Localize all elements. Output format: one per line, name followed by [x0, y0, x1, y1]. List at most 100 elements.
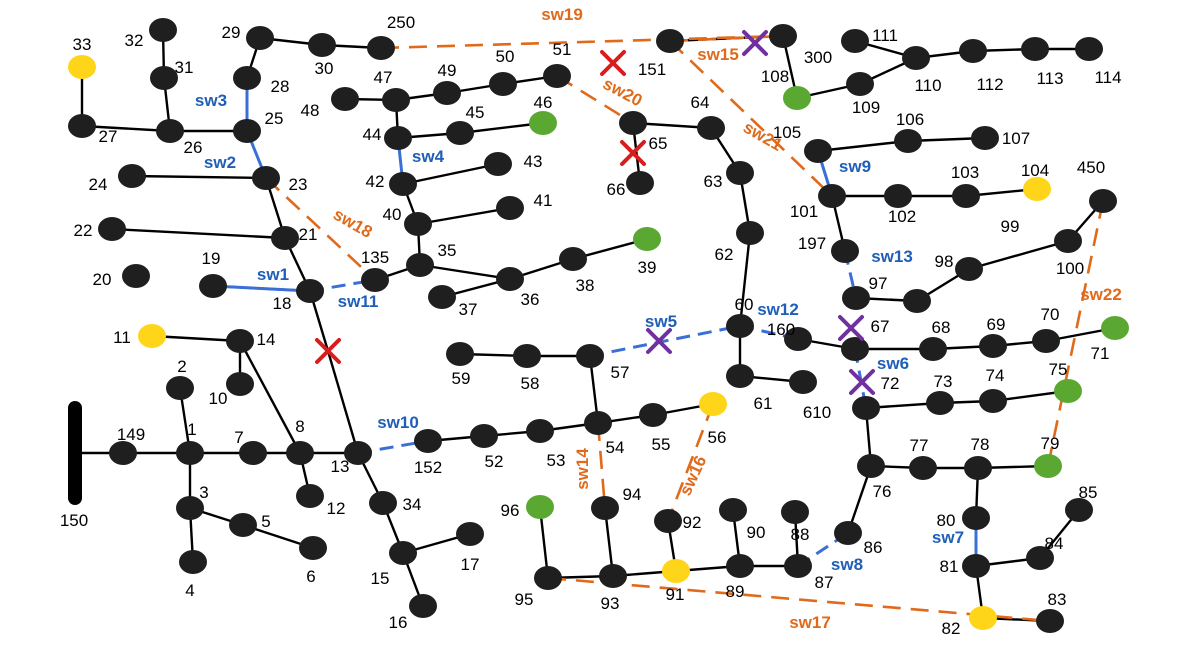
switch-label-sw15: sw15	[697, 45, 739, 64]
bus-label-78: 78	[971, 435, 990, 454]
bus-39	[633, 227, 661, 251]
bus-label-61: 61	[754, 394, 773, 413]
bus-label-97: 97	[869, 274, 888, 293]
bus-label-34: 34	[403, 495, 422, 514]
bus-label-3: 3	[199, 483, 208, 502]
bus-label-63: 63	[704, 172, 723, 191]
switch-label-sw10: sw10	[377, 413, 419, 432]
bus-label-160: 160	[767, 320, 795, 339]
switch-label-sw1: sw1	[257, 265, 289, 284]
marker-x-red-9	[315, 338, 341, 364]
bus-label-86: 86	[864, 538, 883, 557]
switch-sw1	[212, 284, 311, 293]
bus-label-69: 69	[987, 315, 1006, 334]
bus-37	[428, 285, 456, 309]
bus-label-29: 29	[222, 23, 241, 42]
bus-label-80: 80	[937, 511, 956, 530]
bus-250	[367, 36, 395, 60]
bus-12	[296, 484, 324, 508]
bus-41	[496, 196, 524, 220]
bus-label-43: 43	[524, 152, 543, 171]
bus-label-35: 35	[438, 241, 457, 260]
bus-80	[962, 506, 990, 530]
bus-98	[903, 289, 931, 313]
switch-sw18	[265, 177, 376, 281]
bus-81	[962, 554, 990, 578]
bus-108	[783, 86, 811, 110]
bus-label-101: 101	[790, 202, 818, 221]
bus-29	[246, 26, 274, 50]
switch-sw19	[380, 34, 784, 50]
switch-label-sw6: sw6	[877, 354, 909, 373]
bus-27	[68, 114, 96, 138]
bus-label-25: 25	[265, 109, 284, 128]
bus-20	[122, 264, 150, 288]
bus-46	[529, 111, 557, 135]
bus-72	[852, 396, 880, 420]
switch-label-sw11: sw11	[338, 292, 379, 311]
bus-label-1: 1	[187, 420, 196, 439]
bus-label-5: 5	[261, 512, 270, 531]
bus-67	[841, 337, 869, 361]
bus-450	[1089, 189, 1117, 213]
bus-label-81: 81	[940, 557, 959, 576]
bus-label-96: 96	[501, 501, 520, 520]
bus-label-12: 12	[327, 499, 346, 518]
bus-47	[382, 88, 410, 112]
bus-56	[699, 392, 727, 416]
bus-label-85: 85	[1079, 483, 1098, 502]
bus-610	[789, 370, 817, 394]
bus-13	[344, 441, 372, 465]
bus-105	[804, 139, 832, 163]
bus-label-77: 77	[910, 436, 929, 455]
bus-4	[179, 550, 207, 574]
bus-label-106: 106	[896, 110, 924, 129]
switch-label-sw17: sw17	[789, 613, 831, 632]
line-23-24	[131, 174, 267, 180]
bus-44	[384, 126, 412, 150]
bus-label-67: 67	[871, 317, 890, 336]
bus-label-87: 87	[815, 573, 834, 592]
switch-label-sw5: sw5	[645, 312, 677, 331]
bus-label-110: 110	[914, 76, 941, 95]
bus-label-62: 62	[715, 245, 734, 264]
bus-78	[964, 456, 992, 480]
bus-label-149: 149	[117, 425, 145, 444]
bus-88	[781, 500, 809, 524]
bus-101	[818, 184, 846, 208]
bus-label-33: 33	[73, 35, 92, 54]
bus-32	[149, 18, 177, 42]
bus-74	[979, 389, 1007, 413]
bus-2	[166, 376, 194, 400]
bus-57	[576, 344, 604, 368]
bus-label-114: 114	[1094, 68, 1121, 87]
bus-label-74: 74	[986, 366, 1005, 385]
bus-7	[239, 441, 267, 465]
bus-149	[109, 441, 137, 465]
bus-22	[98, 217, 126, 241]
bus-93	[599, 564, 627, 588]
switch-label-sw20: sw20	[600, 74, 646, 110]
bus-24	[118, 164, 146, 188]
bus-label-197: 197	[798, 234, 826, 253]
marker-stroke	[620, 140, 646, 166]
bus-label-112: 112	[976, 75, 1003, 94]
bus-label-48: 48	[301, 101, 320, 120]
bus-61	[726, 364, 754, 388]
bus-69	[979, 334, 1007, 358]
bus-31	[150, 66, 178, 90]
bus-label-92: 92	[683, 513, 702, 532]
switch-label-sw12: sw12	[757, 300, 799, 319]
bus-label-250: 250	[387, 13, 415, 32]
bus-label-95: 95	[515, 590, 534, 609]
bus-label-111: 111	[872, 26, 898, 45]
bus-79	[1034, 454, 1062, 478]
bus-label-82: 82	[942, 619, 961, 638]
line-42-43	[402, 162, 499, 186]
bus-68	[919, 337, 947, 361]
bus-76	[857, 454, 885, 478]
bus-label-93: 93	[601, 594, 620, 613]
switch-label-sw9: sw9	[839, 157, 871, 176]
switch-sw16	[666, 403, 715, 522]
bus-label-27: 27	[99, 127, 118, 146]
